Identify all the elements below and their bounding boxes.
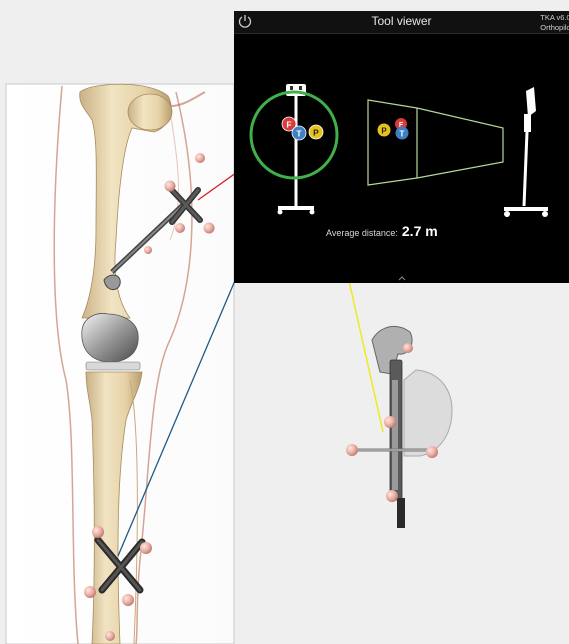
frustum-tibia-label: T [400, 130, 405, 139]
camera-frustum [368, 100, 503, 185]
frustum-pointer-label: P [381, 127, 387, 136]
expand-handle-icon[interactable] [398, 275, 406, 281]
pointer-marker-label: P [313, 128, 319, 138]
average-distance-value: 2.7 m [402, 223, 438, 239]
camera-stand-side [504, 87, 548, 217]
femur-marker-label: F [286, 120, 291, 130]
frustum-tibia-marker: T [396, 127, 409, 140]
camera-stand-front [278, 84, 315, 215]
frustum-pointer-marker: P [378, 124, 391, 137]
tibia-marker-label: T [296, 129, 302, 139]
average-distance: Average distance: 2.7 m [326, 223, 438, 239]
average-distance-label: Average distance: [326, 228, 398, 238]
pointer-instrument [346, 326, 452, 528]
pointer-marker: P [309, 125, 323, 139]
tibia-marker: T [292, 126, 306, 140]
tool-viewer-screen: Tool viewer TKA v6.0 I Orthopilot F [234, 11, 569, 283]
tracking-view: F T P P F T [234, 11, 569, 283]
